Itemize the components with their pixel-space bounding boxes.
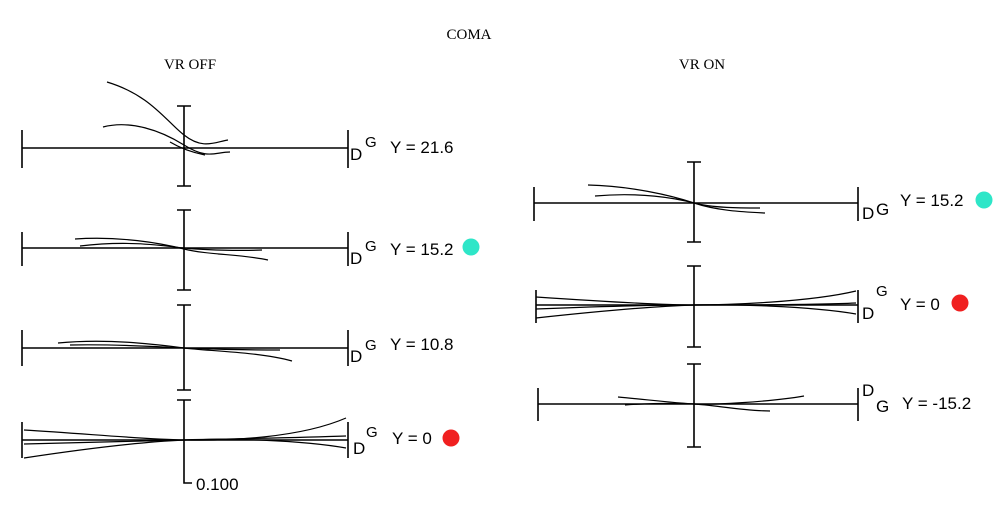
panel-axes (537, 363, 859, 448)
coma-curve (624, 395, 805, 406)
coma-curve (535, 302, 857, 310)
plot-letter-d: D (350, 249, 362, 268)
panel-axes (21, 399, 349, 484)
panel-label: Y = 21.6 (390, 138, 454, 157)
red-marker-dot (442, 429, 460, 447)
panel-label: Y = 0 (392, 429, 432, 448)
plot-letter-g: G (876, 200, 889, 219)
panel-label: Y = -15.2 (902, 394, 971, 413)
panel-vr-on-y-neg-15-2: D G Y = -15.2 (537, 363, 971, 448)
plot-letter-d: D (862, 381, 874, 400)
scale-label: 0.100 (196, 475, 239, 494)
panel-vr-on-y-15-2: D G Y = 15.2 (533, 161, 993, 243)
panel-vr-off-y-0: D G Y = 0 0.100 (21, 399, 460, 494)
plot-letter-g: G (876, 397, 889, 416)
coma-curve (79, 242, 263, 251)
plot-letter-g: G (876, 283, 888, 300)
panel-label: Y = 0 (900, 295, 940, 314)
panel-axes (21, 209, 349, 291)
red-marker-dot (951, 294, 969, 312)
coma-curve (23, 438, 347, 459)
plot-letter-g: G (365, 337, 377, 354)
panel-label: Y = 15.2 (900, 191, 964, 210)
coma-curve (23, 435, 347, 445)
coma-curve (74, 237, 269, 261)
figure-title: COMA (446, 27, 491, 43)
panel-label: Y = 10.8 (390, 335, 454, 354)
coma-curve (594, 194, 761, 209)
column-title-vr-off: VR OFF (164, 57, 216, 73)
panel-axes (535, 265, 859, 348)
coma-curve (106, 81, 229, 145)
cyan-marker-dot (462, 238, 480, 256)
panel-vr-on-y-0: D G Y = 0 (535, 265, 969, 348)
coma-curve (69, 344, 281, 351)
plot-letter-d: D (353, 439, 365, 458)
plot-letter-d: D (862, 204, 874, 223)
plot-letter-d: D (350, 145, 362, 164)
panel-label: Y = 15.2 (390, 240, 454, 259)
coma-curve (57, 340, 293, 362)
cyan-marker-dot (975, 191, 993, 209)
column-title-vr-on: VR ON (679, 57, 725, 73)
panel-vr-off-y-15-2: D G Y = 15.2 (21, 209, 480, 291)
panel-axes (533, 161, 859, 243)
panel-vr-off-y-21-6: D G Y = 21.6 (21, 81, 454, 187)
coma-curve (535, 290, 857, 306)
panel-vr-off-y-10-8: D G Y = 10.8 (21, 304, 454, 391)
plot-letter-d: D (862, 304, 874, 323)
plot-letter-d: D (350, 347, 362, 366)
plot-letter-g: G (366, 424, 378, 441)
plot-letter-g: G (365, 238, 377, 255)
panel-axes (21, 105, 349, 187)
plot-letter-g: G (365, 134, 377, 151)
coma-curve (169, 141, 206, 156)
coma-curve (102, 124, 231, 155)
